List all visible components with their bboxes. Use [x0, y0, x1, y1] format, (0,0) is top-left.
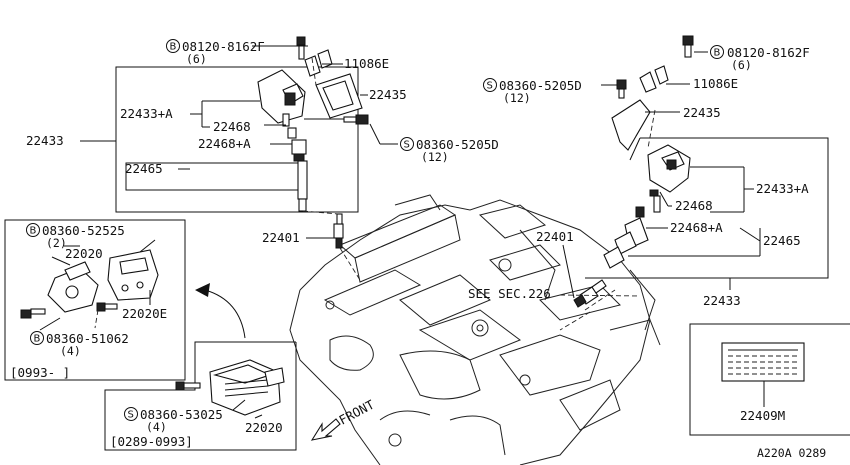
right-top-bolt [682, 35, 694, 58]
callout-screw-left-part: 08360-5205D [416, 137, 499, 152]
label-22433A-right: 22433+A [756, 181, 809, 196]
callout-screw-right-qty: (12) [503, 91, 531, 105]
callout-bolt-top-left-part: 08120-8162F [182, 39, 265, 54]
right-bracket-22435 [611, 65, 669, 151]
left-screw [343, 114, 369, 125]
callout-lower-screw-qty: (4) [146, 420, 167, 434]
left-spark-plug [333, 213, 344, 249]
label-22433A-left: 22433+A [120, 106, 173, 121]
callout-bolt-top-right-part: 08120-8162F [727, 45, 810, 60]
left-top-bolt [295, 36, 308, 60]
screw-symbol-text: S [487, 81, 493, 92]
label-inset-date: [0993- ] [10, 365, 70, 380]
callout-inset-bolt-qty: (2) [46, 236, 67, 250]
front-label: FRONT [336, 397, 377, 428]
label-22401-left: 22401 [262, 230, 300, 245]
box-22409M: 22409M [689, 323, 850, 436]
screw-symbol-text: S [128, 410, 134, 421]
right-labels: B 08120-8162F (6) 11086E S 08360-5205D (… [468, 45, 810, 308]
bolt-symbol-text: B [170, 42, 177, 53]
label-22435-right: 22435 [683, 105, 721, 120]
label-22468A-left: 22468+A [198, 136, 251, 151]
lower-box-0289: S 08360-53025 (4) 22020 [0289-0993] [104, 341, 297, 451]
callout-bolt-top-left-qty: (6) [186, 52, 207, 66]
left-labels: B 08120-8162F (6) 11086E 22435 22433+A 2… [26, 39, 499, 245]
label-22409M: 22409M [740, 408, 785, 423]
bolt-symbol-text: B [30, 226, 37, 237]
label-22468-left: 22468 [213, 119, 251, 134]
label-11086E-left: 11086E [344, 56, 389, 71]
screw-symbol-text: S [404, 140, 410, 151]
label-22020-inset: 22020 [65, 246, 103, 261]
lower-screw [175, 381, 201, 391]
label-22465-left: 22465 [125, 161, 163, 176]
right-screw [616, 79, 627, 99]
bolt-symbol-circle [166, 39, 180, 53]
inset-bolts [20, 302, 118, 319]
left-bracket-22435 [304, 49, 363, 119]
callout-bolt-top-right-qty: (6) [731, 58, 752, 72]
left-leader-lines [80, 45, 398, 281]
left-ignition-coil [257, 69, 308, 212]
lower-module [209, 359, 285, 416]
callout-inset-screw-part: 08360-51062 [46, 331, 129, 346]
callout-screw-left-qty: (12) [421, 150, 449, 164]
label-22465-right: 22465 [763, 233, 801, 248]
right-ignition-coil [603, 144, 691, 269]
bolt-symbol-text: B [34, 334, 41, 345]
callout-lower-screw-part: 08360-53025 [140, 407, 223, 422]
right-coil-assembly-box [573, 35, 829, 308]
swap-arrow [195, 283, 246, 339]
callout-inset-bolt-part: 08360-52525 [42, 223, 125, 238]
front-indicator: FRONT [310, 397, 377, 441]
label-22020E-inset: 22020E [122, 306, 167, 321]
right-spark-plug [573, 279, 607, 308]
callout-inset-screw-qty: (4) [60, 344, 81, 358]
label-lower-date: [0289-0993] [110, 434, 193, 449]
label-22435-left: 22435 [369, 87, 407, 102]
label-11086E-right: 11086E [693, 76, 738, 91]
diagram-id: A220A 0289 [757, 446, 826, 460]
label-see-sec: SEE SEC.226 [468, 286, 551, 301]
engine-block [289, 194, 661, 465]
label-plate-22409M [721, 342, 805, 382]
label-22401-right: 22401 [536, 229, 574, 244]
left-coil-assembly-box [115, 36, 369, 249]
label-22433-right: 22433 [703, 293, 741, 308]
label-22468A-right: 22468+A [670, 220, 723, 235]
inset-box-0993: B 08360-52525 (2) 22020 22020E B 08360-5… [4, 219, 186, 381]
callout-screw-right-part: 08360-5205D [499, 78, 582, 93]
bolt-symbol-text: B [714, 48, 721, 59]
label-22468-right: 22468 [675, 198, 713, 213]
inset-module [47, 249, 159, 313]
label-22433-left: 22433 [26, 133, 64, 148]
label-22020-lower: 22020 [245, 420, 283, 435]
right-leader-lines [559, 51, 761, 331]
